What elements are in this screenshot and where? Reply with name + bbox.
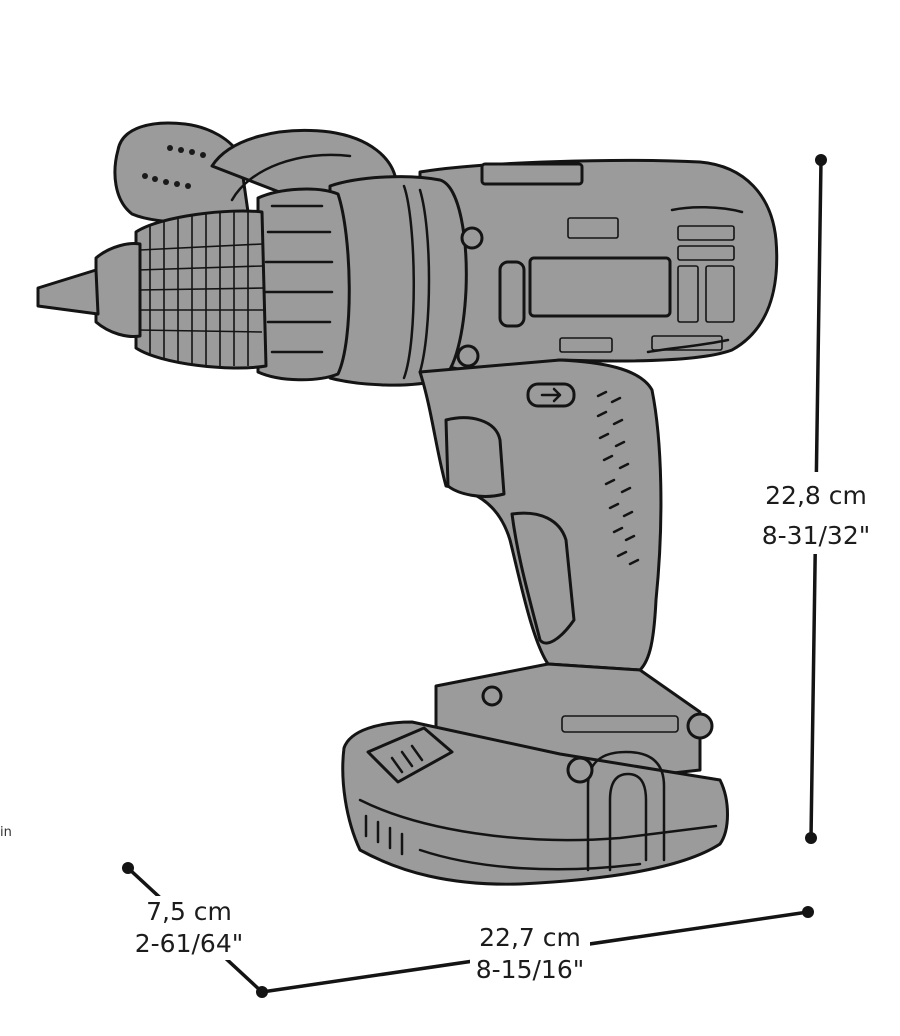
trigger (444, 416, 506, 498)
grip-insert (510, 511, 576, 645)
edge-text-fragment: in (0, 825, 12, 840)
battery-release (366, 726, 454, 784)
side-handle (113, 121, 398, 224)
width-imperial-label: 2-61/64" (135, 929, 243, 958)
top-cap (480, 162, 584, 186)
gearbox (328, 175, 468, 387)
battery-pack (341, 720, 729, 886)
grip-slot-left (498, 260, 526, 328)
height-imperial-label: 8-31/32" (762, 521, 870, 550)
display-window (528, 256, 672, 318)
arrow-icon (540, 387, 562, 403)
length-metric-label: 22,7 cm (479, 923, 581, 952)
lower-vent (559, 337, 613, 353)
length-imperial-label: 8-15/16" (476, 955, 584, 984)
top-vent (567, 217, 619, 239)
grip-texture (596, 390, 640, 566)
vent-panel (646, 205, 744, 354)
height-metric-label: 22,8 cm (765, 481, 867, 510)
chuck-nose (36, 268, 100, 316)
drill-illustration (36, 121, 779, 886)
clutch-collar (256, 187, 351, 382)
width-metric-label: 7,5 cm (146, 897, 232, 926)
